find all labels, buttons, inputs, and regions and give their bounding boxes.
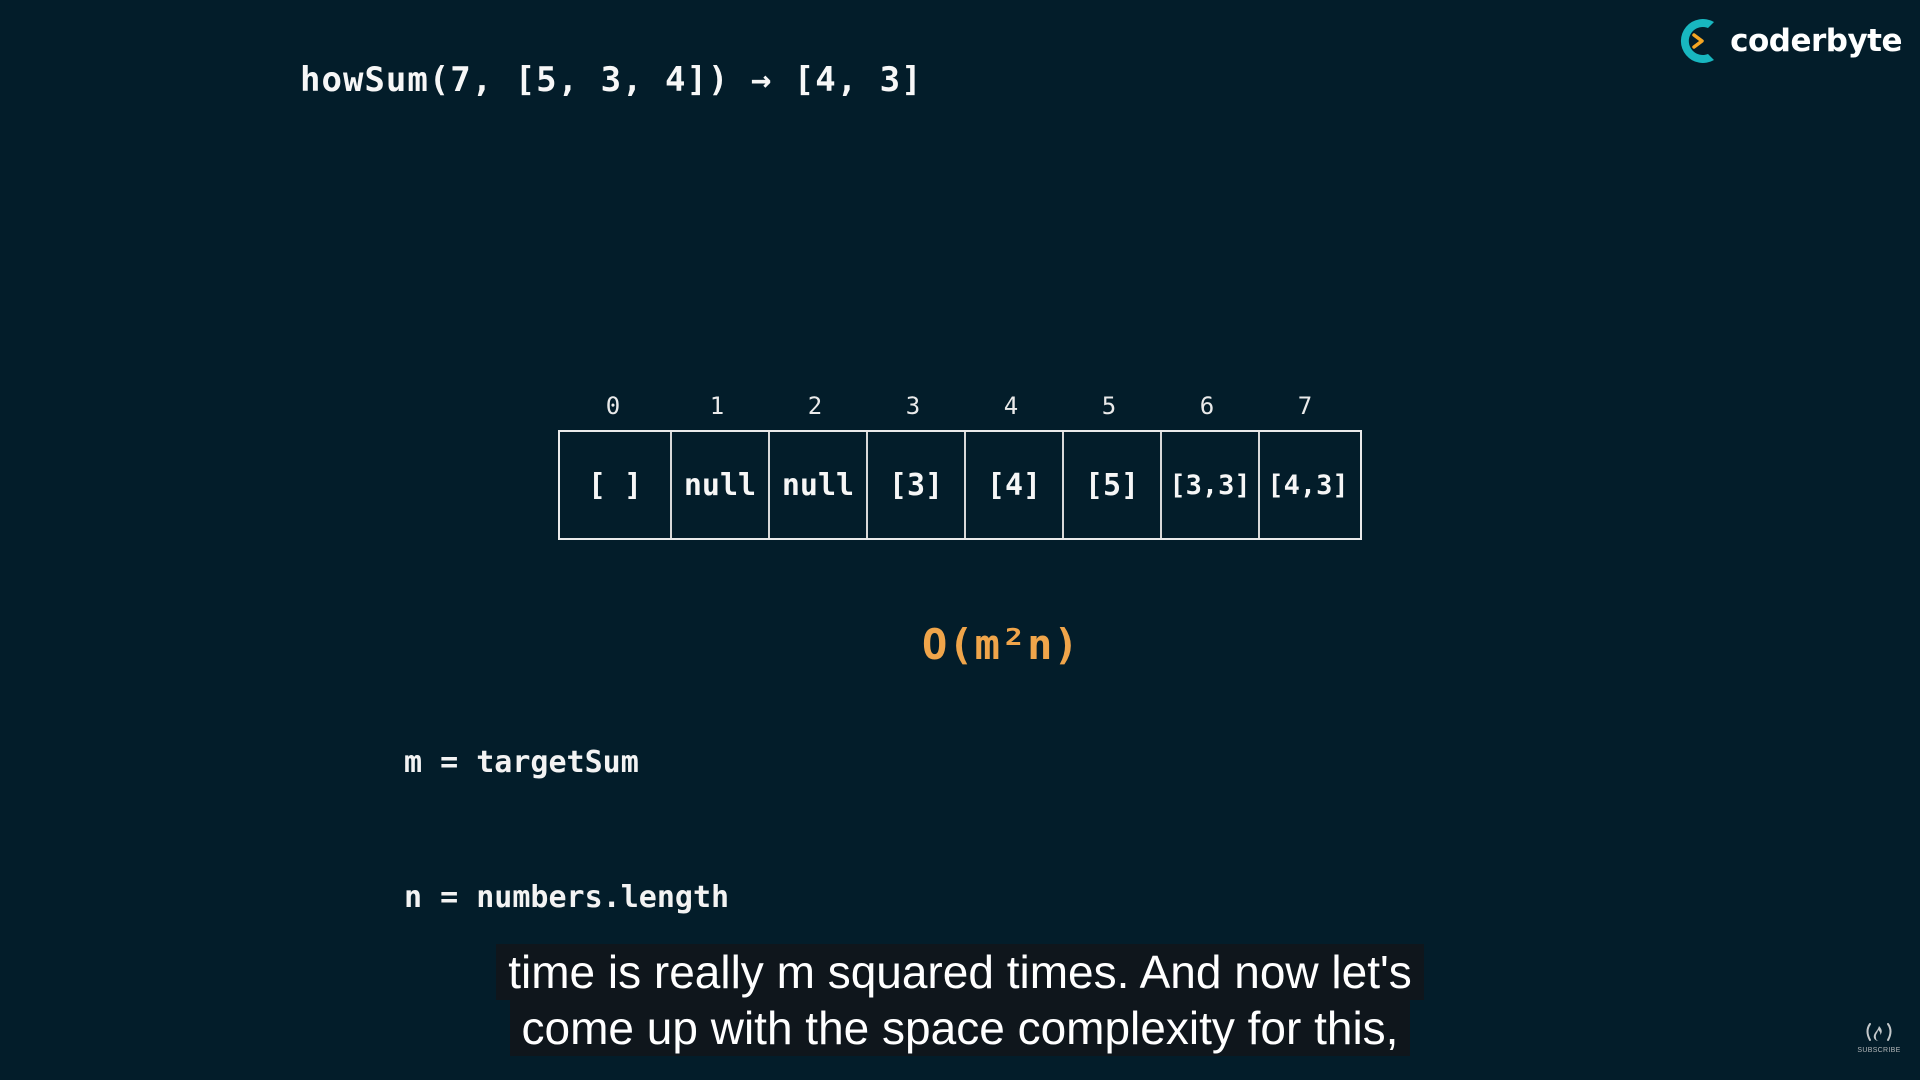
table-cell-5: [5] <box>1062 432 1160 538</box>
coderbyte-logo-icon <box>1680 19 1715 63</box>
time-complexity-label: O(m²n) <box>922 620 1080 669</box>
index-label-1: 1 <box>709 392 725 420</box>
index-row: 0 1 2 3 4 5 6 7 <box>558 392 1362 428</box>
index-label-0: 0 <box>605 392 621 420</box>
table-cell-1: null <box>670 432 768 538</box>
caption-line-1: time is really m squared times. And now … <box>496 944 1424 1000</box>
subscribe-badge[interactable]: SUBSCRIBE <box>1857 1016 1901 1054</box>
n-definition: n = numbers.length <box>404 880 730 915</box>
subtitles: time is really m squared times. And now … <box>0 944 1920 1056</box>
table-cell-0: [ ] <box>587 467 643 503</box>
coderbyte-logo-text: coderbyte <box>1730 23 1902 59</box>
caption-line-2: come up with the space complexity for th… <box>509 1000 1411 1056</box>
coderbyte-logo[interactable]: coderbyte <box>1674 14 1902 68</box>
howsum-expression: howSum(7, [5, 3, 4]) → [4, 3] <box>300 60 923 100</box>
table-cell-3: [3] <box>866 432 964 538</box>
table-cell-7: [4,3] <box>1258 432 1356 538</box>
table-cell-4: [4] <box>964 432 1062 538</box>
index-label-2: 2 <box>807 392 823 420</box>
index-label-7: 7 <box>1297 392 1313 420</box>
variable-definitions: m = targetSum n = numbers.length <box>404 650 729 1010</box>
index-label-5: 5 <box>1101 392 1117 420</box>
freecodecamp-icon <box>1866 1023 1892 1041</box>
subscribe-label: SUBSCRIBE <box>1857 1047 1901 1054</box>
m-definition: m = targetSum <box>404 745 639 780</box>
index-label-6: 6 <box>1199 392 1215 420</box>
table-cell-2: null <box>768 432 866 538</box>
index-label-4: 4 <box>1003 392 1019 420</box>
table-cell-6: [3,3] <box>1160 432 1258 538</box>
index-label-3: 3 <box>905 392 921 420</box>
